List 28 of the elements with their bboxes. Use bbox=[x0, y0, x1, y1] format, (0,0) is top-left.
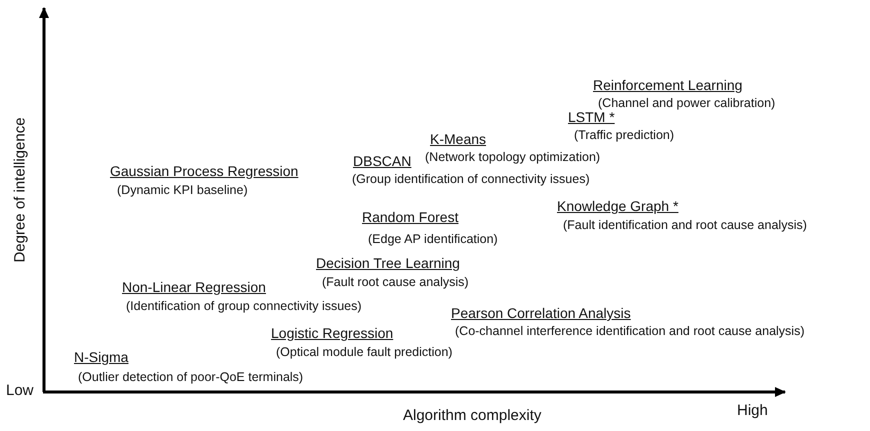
use-case-label: (Channel and power calibration) bbox=[598, 96, 776, 110]
use-case-label: (Outlier detection of poor-QoE terminals) bbox=[78, 370, 304, 384]
algorithm-name: Non-Linear Regression bbox=[122, 279, 266, 296]
axis-label: Low bbox=[6, 382, 34, 400]
use-case-label: (Fault root cause analysis) bbox=[322, 275, 469, 290]
axis-title: Degree of intelligence bbox=[11, 117, 29, 263]
algorithm-name: Logistic Regression bbox=[271, 325, 394, 342]
algorithm-name: Pearson Correlation Analysis bbox=[451, 305, 631, 322]
use-case-label: (Group identification of connectivity issues) bbox=[352, 172, 590, 186]
algorithm-name: K-Means bbox=[430, 131, 486, 148]
algorithm-name: LSTM * bbox=[568, 109, 615, 126]
use-case-label: (Co-channel interference identification and root cause analysis) bbox=[455, 324, 804, 338]
algorithm-name: Knowledge Graph * bbox=[557, 198, 678, 214]
algorithm-name: N-Sigma bbox=[74, 349, 128, 366]
algorithm-name: Gaussian Process Regression bbox=[110, 163, 298, 180]
algorithm-name: Reinforcement Learning bbox=[593, 77, 742, 94]
use-case-label: (Edge AP identification) bbox=[368, 232, 498, 246]
algorithm-name: DBSCAN bbox=[353, 153, 412, 170]
use-case-label: (Traffic prediction) bbox=[574, 128, 674, 142]
axis-title: Algorithm complexity bbox=[403, 407, 542, 424]
algorithm-name: Decision Tree Learning bbox=[316, 255, 460, 272]
use-case-label: (Identification of group connectivity issues) bbox=[126, 299, 362, 314]
use-case-label: (Network topology optimization) bbox=[425, 150, 600, 164]
use-case-label: (Dynamic KPI baseline) bbox=[117, 183, 248, 198]
use-case-label: (Fault identification and root cause analysis) bbox=[563, 218, 807, 232]
axis-label: High bbox=[737, 402, 768, 420]
algorithm-name: Random Forest bbox=[362, 209, 458, 226]
use-case-label: (Optical module fault prediction) bbox=[276, 345, 452, 360]
